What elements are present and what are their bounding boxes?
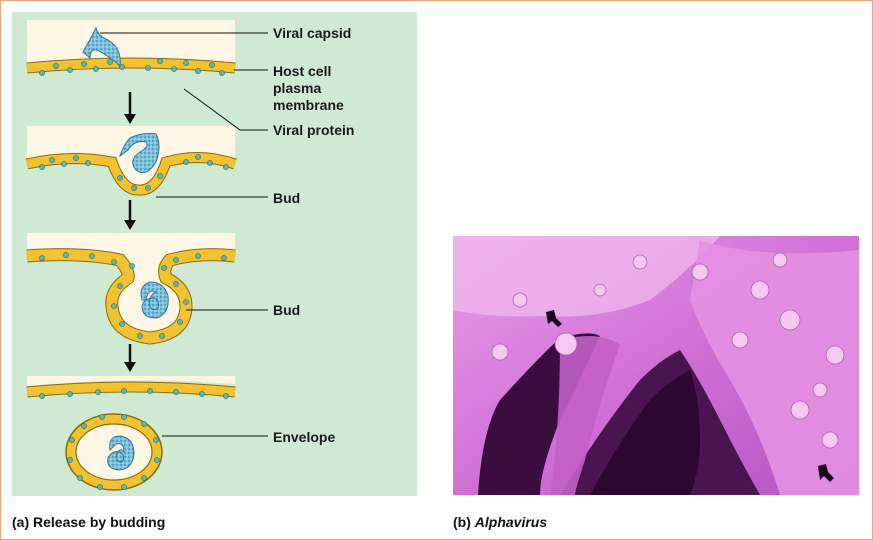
arrow-marker	[818, 464, 834, 482]
arrow-marker	[546, 310, 562, 327]
viral-capsid	[107, 435, 135, 471]
alphavirus-micrograph	[453, 236, 859, 495]
cell-interior	[27, 20, 235, 66]
label-bud-2: Bud	[273, 302, 301, 318]
caption-b-text: Alphavirus	[474, 514, 548, 530]
arrow-3	[124, 344, 136, 372]
caption-a-letter: (a)	[12, 514, 30, 530]
label-viral-capsid: Viral capsid	[273, 25, 352, 41]
viral-capsid	[82, 26, 121, 68]
leader-lines	[100, 32, 268, 437]
stage-4	[26, 376, 236, 491]
stage-2	[25, 126, 237, 196]
caption-panel-b: (b) Alphavirus	[453, 514, 547, 530]
label-viral-protein: Viral protein	[273, 122, 355, 138]
stage-1	[26, 20, 236, 76]
label-envelope: Envelope	[273, 429, 336, 445]
stage-3	[26, 233, 236, 345]
viral-capsid	[119, 133, 160, 174]
leader-viral-protein	[183, 88, 268, 131]
arrow-2	[124, 200, 136, 230]
caption-b-letter: (b)	[453, 514, 471, 530]
label-bud-1: Bud	[273, 190, 301, 206]
viral-capsid	[140, 281, 169, 319]
caption-a-text: Release by budding	[33, 514, 166, 530]
label-host-cell-plasma-membrane: Host cell plasma membrane	[273, 63, 344, 113]
viral-protein-dots	[39, 58, 225, 76]
caption-panel-a: (a) Release by budding	[12, 514, 165, 530]
arrow-1	[124, 92, 136, 124]
